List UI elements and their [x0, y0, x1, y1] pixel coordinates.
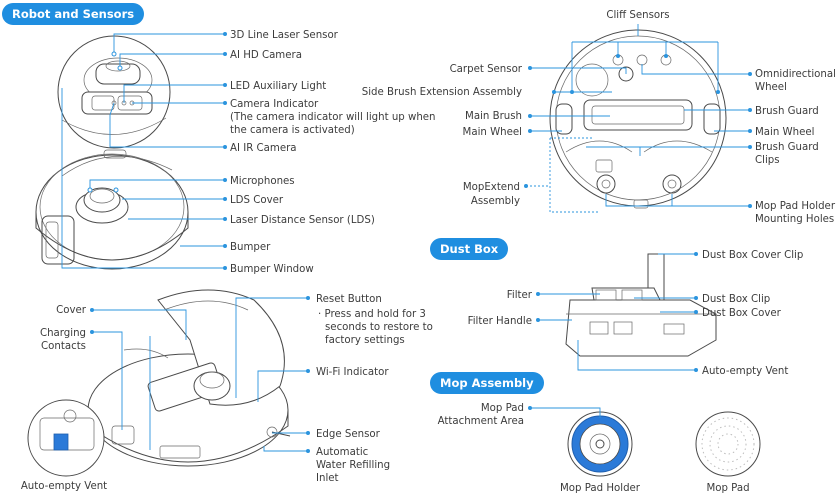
label-3d-line-laser: 3D Line Laser Sensor: [230, 30, 339, 41]
label-mop-attach-2: Attachment Area: [438, 416, 524, 427]
label-camera-indicator: Camera Indicator: [230, 99, 319, 110]
robot-bottom-leaders: [524, 24, 752, 213]
label-lds-cover: LDS Cover: [230, 195, 284, 206]
label-lds: Laser Distance Sensor (LDS): [230, 215, 375, 226]
label-charging-2: Contacts: [41, 341, 86, 352]
label-auto-empty-vent-dust: Auto-empty Vent: [702, 366, 788, 377]
section-badge-mop: Mop Assembly: [430, 372, 544, 394]
robot-open-illustration: [87, 289, 291, 467]
label-water-1: Automatic: [316, 447, 368, 458]
label-microphones: Microphones: [230, 176, 295, 187]
label-mop-pad-holder: Mop Pad Holder: [560, 483, 641, 494]
label-mopextend-1: MopExtend: [463, 182, 520, 193]
mop-pad-illustration: [695, 411, 761, 477]
label-mop-holder-holes-1: Mop Pad Holder: [755, 201, 836, 212]
label-bumper-window: Bumper Window: [230, 264, 314, 275]
label-mop-attach-1: Mop Pad: [481, 403, 524, 414]
label-main-wheel-right: Main Wheel: [755, 127, 814, 138]
label-led-light: LED Auxiliary Light: [230, 81, 326, 92]
label-dust-box-cover: Dust Box Cover: [702, 308, 782, 319]
label-omni-wheel-2: Wheel: [755, 82, 787, 93]
label-omni-wheel-1: Omnidirectional: [755, 69, 836, 80]
robot-bottom-illustration: [549, 29, 727, 209]
label-dust-box-cover-clip: Dust Box Cover Clip: [702, 250, 803, 261]
label-main-brush: Main Brush: [465, 111, 522, 122]
robot-bottom-labels: Cliff Sensors Carpet Sensor Side Brush E…: [362, 10, 836, 225]
label-water-3: Inlet: [316, 473, 339, 484]
label-charging-1: Charging: [40, 328, 86, 339]
label-filter-handle: Filter Handle: [468, 316, 532, 327]
section-badge-robot: Robot and Sensors: [2, 3, 145, 25]
label-mop-pad: Mop Pad: [706, 483, 749, 494]
label-brush-guard-clips-1: Brush Guard: [755, 142, 819, 153]
robot-top-labels: 3D Line Laser Sensor AI HD Camera LED Au…: [230, 30, 436, 275]
label-brush-guard: Brush Guard: [755, 106, 819, 117]
label-water-2: Water Refilling: [316, 460, 390, 471]
label-reset-desc-3: factory settings: [325, 335, 405, 346]
camera-magnifier: [57, 35, 171, 149]
label-bumper: Bumper: [230, 242, 271, 253]
label-brush-guard-clips-2: Clips: [755, 155, 780, 166]
label-mop-holder-holes-2: Mounting Holes: [755, 214, 834, 225]
dust-box-leaders: [536, 252, 698, 372]
label-auto-empty-vent-robot: Auto-empty Vent: [21, 481, 107, 492]
label-cover: Cover: [56, 305, 87, 316]
label-cliff-sensors: Cliff Sensors: [606, 10, 669, 21]
vent-magnifier: [27, 399, 105, 477]
mop-labels: Mop Pad Attachment Area Mop Pad Holder M…: [438, 403, 750, 494]
mop-holder-illustration: [567, 411, 633, 477]
label-filter: Filter: [507, 290, 533, 301]
label-side-brush-extension: Side Brush Extension Assembly: [362, 87, 522, 98]
robot-open-labels: Cover Charging Contacts Reset Button · P…: [21, 294, 433, 492]
label-camera-indicator-note-1: (The camera indicator will light up when: [230, 112, 436, 123]
label-dust-box-clip: Dust Box Clip: [702, 294, 770, 305]
label-reset-button: Reset Button: [316, 294, 382, 305]
label-camera-indicator-note-2: the camera is activated): [230, 125, 355, 136]
label-wifi-indicator: Wi-Fi Indicator: [316, 367, 389, 378]
label-edge-sensor: Edge Sensor: [316, 429, 381, 440]
label-reset-desc-2: seconds to restore to: [325, 322, 433, 333]
section-badge-dust-box: Dust Box: [430, 238, 509, 260]
dust-box-illustration: [565, 253, 717, 357]
label-reset-desc-1: · Press and hold for 3: [318, 309, 426, 320]
label-main-wheel-left: Main Wheel: [463, 127, 522, 138]
label-ai-hd-camera: AI HD Camera: [230, 50, 302, 61]
dust-box-labels: Dust Box Cover Clip Filter Dust Box Clip…: [468, 250, 804, 377]
label-mopextend-2: Assembly: [471, 196, 520, 207]
robot-open-leaders: [90, 296, 310, 453]
mop-leaders: [528, 406, 601, 418]
robot-top-leaders: [61, 32, 227, 270]
robot-top-illustration: [35, 149, 189, 270]
label-ai-ir-camera: AI IR Camera: [230, 143, 297, 154]
label-carpet-sensor: Carpet Sensor: [450, 64, 523, 75]
